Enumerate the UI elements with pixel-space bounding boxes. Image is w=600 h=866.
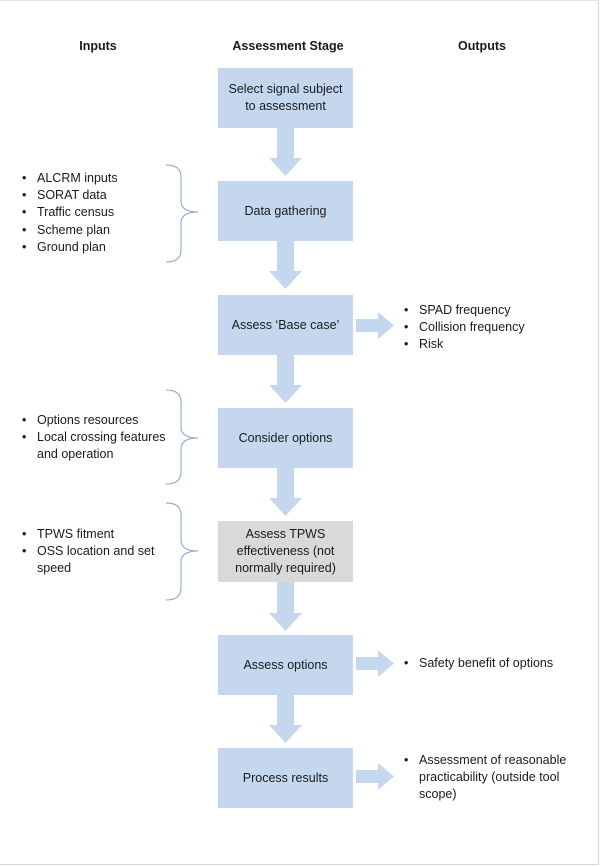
stage-assess-tpws: Assess TPWS effectiveness (not normally … bbox=[218, 521, 353, 582]
down-arrow-3 bbox=[269, 355, 302, 403]
down-arrow-4 bbox=[269, 468, 302, 516]
stage-data-gathering: Data gathering bbox=[218, 181, 353, 241]
list-item: Risk bbox=[404, 336, 584, 353]
brace-tpws bbox=[165, 502, 199, 601]
list-item: Collision frequency bbox=[404, 319, 584, 336]
outputs-assess-options: Safety benefit of options bbox=[404, 655, 589, 672]
down-arrow-5 bbox=[269, 582, 302, 631]
down-arrow-6 bbox=[269, 695, 302, 743]
list-item: SORAT data bbox=[22, 187, 172, 204]
stage-process-results: Process results bbox=[218, 748, 353, 808]
list-item: ALCRM inputs bbox=[22, 170, 172, 187]
list-item: Options resources bbox=[22, 412, 182, 429]
list-item: SPAD frequency bbox=[404, 302, 584, 319]
outputs-process-results: Assessment of reasonable practicability … bbox=[404, 752, 584, 804]
stage-select-signal: Select signal subject to assessment bbox=[218, 68, 353, 128]
right-arrow-base-case bbox=[356, 312, 394, 339]
assessment-stage-header: Assessment Stage bbox=[232, 39, 344, 53]
list-item: Scheme plan bbox=[22, 222, 172, 239]
inputs-consider-options: Options resources Local crossing feature… bbox=[22, 412, 182, 464]
list-item: Ground plan bbox=[22, 239, 172, 256]
list-item: Assessment of reasonable practicability … bbox=[404, 752, 584, 804]
list-item: TPWS fitment bbox=[22, 526, 172, 543]
inputs-tpws: TPWS fitment OSS location and set speed bbox=[22, 526, 172, 578]
stage-assess-base-case: Assess ‘Base case’ bbox=[218, 295, 353, 355]
list-item: Traffic census bbox=[22, 204, 172, 221]
down-arrow-2 bbox=[269, 241, 302, 289]
brace-consider-options bbox=[165, 389, 199, 485]
inputs-data-gathering: ALCRM inputs SORAT data Traffic census S… bbox=[22, 170, 172, 256]
list-item: OSS location and set speed bbox=[22, 543, 172, 577]
outputs-header: Outputs bbox=[458, 39, 506, 53]
inputs-header: Inputs bbox=[79, 39, 117, 53]
down-arrow-1 bbox=[269, 128, 302, 176]
list-item: Local crossing features and operation bbox=[22, 429, 182, 463]
brace-data-gathering bbox=[165, 164, 199, 263]
list-item: Safety benefit of options bbox=[404, 655, 589, 672]
right-arrow-process-results bbox=[356, 763, 394, 790]
stage-consider-options: Consider options bbox=[218, 408, 353, 468]
outputs-base-case: SPAD frequency Collision frequency Risk bbox=[404, 302, 584, 354]
right-arrow-assess-options bbox=[356, 650, 394, 677]
stage-assess-options: Assess options bbox=[218, 635, 353, 695]
